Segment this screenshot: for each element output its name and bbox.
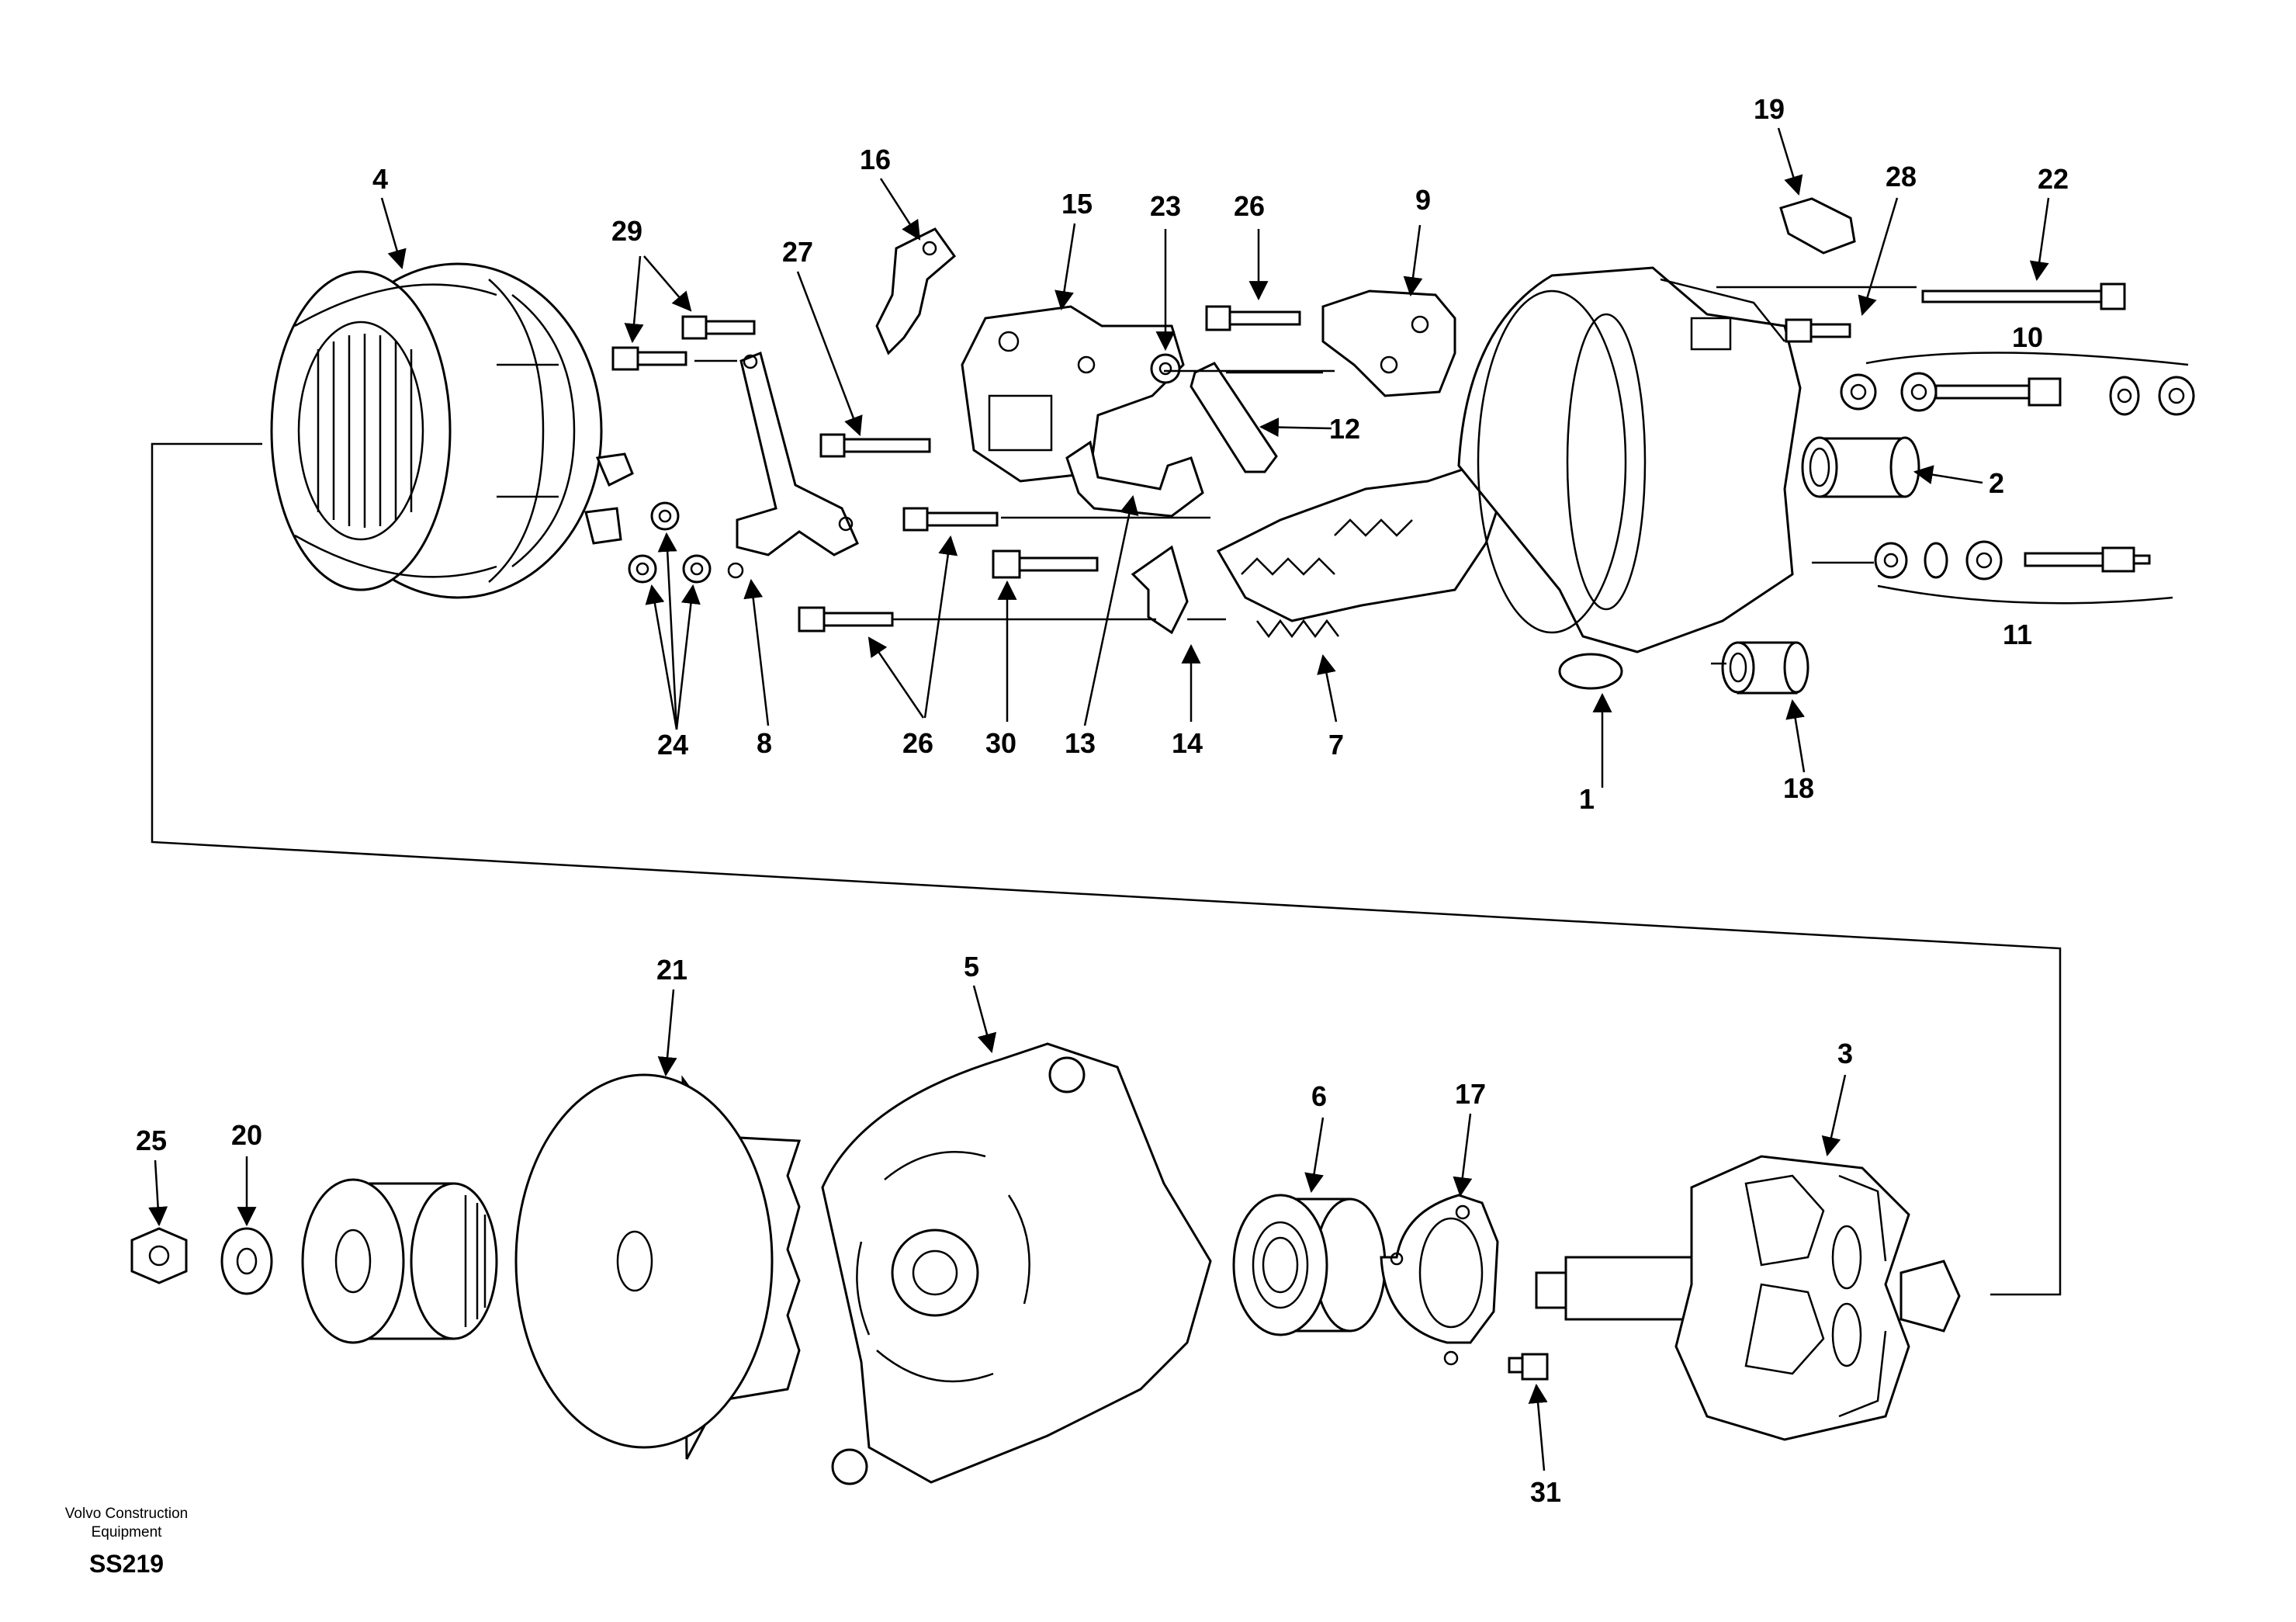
part-7-rectifier[interactable] [1216, 464, 1503, 639]
callout-22: 22 [2038, 163, 2069, 195]
callout-4: 4 [372, 163, 388, 195]
callout-6: 6 [1311, 1080, 1327, 1112]
callout-15: 15 [1061, 188, 1093, 220]
callout-23: 23 [1150, 190, 1181, 222]
part-4-stator[interactable] [270, 262, 634, 599]
part-17-retainer-plate[interactable] [1380, 1194, 1499, 1366]
part-20-washer[interactable] [220, 1227, 273, 1295]
part-10-bolt-set[interactable] [1840, 372, 2195, 416]
part-14-clip[interactable] [1131, 545, 1189, 635]
part-29-screws[interactable] [611, 315, 756, 371]
callout-20: 20 [231, 1119, 262, 1151]
part-3-rotor[interactable] [1535, 1155, 1961, 1441]
callout-11: 11 [2003, 619, 2032, 650]
callout-9: 9 [1415, 184, 1431, 216]
callout-17: 17 [1455, 1078, 1486, 1110]
part-1-housing[interactable] [1457, 266, 1802, 690]
part-27-screw[interactable] [819, 433, 931, 458]
callout-1: 1 [1579, 783, 1595, 815]
callout-26-top: 26 [1234, 190, 1265, 222]
callout-18: 18 [1783, 772, 1814, 804]
part-24-nuts[interactable] [628, 501, 712, 584]
part-13-bracket[interactable] [1065, 440, 1204, 518]
footer: Volvo Construction Equipment SS219 [65, 1506, 188, 1578]
part-22-long-bolt[interactable] [1921, 282, 2126, 310]
part-26-screws[interactable] [798, 305, 1301, 633]
callout-2: 2 [1989, 467, 2004, 499]
callout-16: 16 [860, 144, 891, 175]
part-31-screw[interactable] [1508, 1353, 1549, 1381]
footer-maker-line1: Volvo Construction [65, 1506, 188, 1522]
callout-24: 24 [657, 729, 688, 761]
alignment-lines [694, 286, 2189, 665]
part-30-screw[interactable] [992, 549, 1099, 579]
callout-19: 19 [1754, 93, 1785, 125]
part-16-terminal[interactable] [875, 227, 957, 355]
part-18-bushing[interactable] [1721, 641, 1809, 695]
callout-28: 28 [1886, 161, 1917, 192]
callout-labels: 4 29 16 27 15 23 26 9 12 19 28 22 10 2 1… [136, 93, 2069, 1508]
part-2-bushing[interactable] [1801, 436, 1920, 498]
footer-drawing-code: SS219 [89, 1550, 164, 1578]
callout-29: 29 [611, 215, 642, 247]
callout-25: 25 [136, 1125, 167, 1156]
part-25-nut[interactable] [130, 1227, 188, 1284]
callout-30: 30 [985, 727, 1016, 759]
callout-3: 3 [1837, 1038, 1853, 1069]
part-11-bolt-set[interactable] [1874, 540, 2151, 581]
part-5-front-bracket[interactable] [821, 1042, 1212, 1485]
callout-31: 31 [1530, 1476, 1561, 1508]
footer-maker-line2: Equipment [92, 1524, 163, 1541]
part-21-pulley[interactable] [301, 1178, 498, 1344]
callout-leaders [148, 127, 2050, 1471]
callout-27: 27 [782, 236, 813, 268]
assembly-connector-line [151, 442, 2062, 1296]
callout-12: 12 [1329, 413, 1360, 445]
part-23-nut[interactable] [1150, 353, 1181, 384]
part-12-strap[interactable] [1190, 362, 1278, 473]
part-19-cap[interactable] [1779, 197, 1856, 255]
callout-5: 5 [964, 951, 979, 983]
part-21-fan[interactable] [514, 1073, 802, 1460]
callout-10: 10 [2012, 321, 2043, 353]
part-6-bearing[interactable] [1232, 1194, 1387, 1336]
part-28-screw[interactable] [1785, 318, 1851, 343]
callout-14: 14 [1172, 727, 1203, 759]
callout-21: 21 [656, 954, 687, 986]
callout-26-bottom: 26 [902, 727, 933, 759]
callout-8: 8 [757, 727, 772, 759]
part-8-link-plate[interactable] [727, 351, 859, 579]
callout-13: 13 [1065, 727, 1096, 759]
callout-7: 7 [1328, 729, 1344, 761]
part-9-brush-holder[interactable] [1321, 289, 1456, 397]
